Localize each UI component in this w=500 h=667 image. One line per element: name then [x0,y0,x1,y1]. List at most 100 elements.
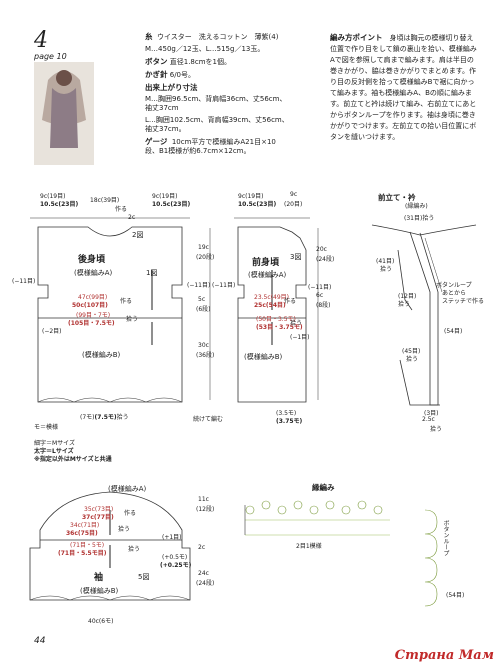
sleeve-pattern-a: (模様編みA) [108,485,147,493]
front-left-decrease: (−11目) [212,282,236,289]
front-right-decrease: (−11目) [308,284,332,291]
front-minus: (−1目) [290,334,310,341]
collar-s1: (41目) [376,258,395,265]
front-pickup: (50目・3.5モ) [256,316,296,323]
front-pattern-b: (模様編みB) [244,353,283,361]
front-band: 23.5c(49目) [254,294,289,301]
sleeve-m025: (+0.25モ) [160,562,192,569]
front-v36: (36段) [196,352,215,359]
front-v6c: 6c [316,292,324,299]
collar-s3: (45目) [402,348,421,355]
front-title: 前身頃 [252,258,280,268]
materials-block: 糸 ウイスター 洗えるコットン 薄紫(4) M…450g／12玉、L…515g／… [145,32,289,155]
back-pattern-a: (模様編みA) [74,269,113,277]
front-bottom: (3.5モ) [276,410,297,417]
back-top-left-l: 10.5c(23目) [40,201,79,208]
sleeve-r2: 34c(71目) [70,522,100,529]
back-top-right: 9c(19目) [152,193,178,200]
edging-chart [244,500,438,607]
direction-arrows [109,270,273,568]
collar-s4: (54目) [444,328,463,335]
collar-bottom2: 2.5c [422,416,435,423]
back-band-count-l: 50c(107目) [72,302,108,309]
back-top-mid-note: 作る [115,206,128,213]
back-band-note: 作る [120,298,133,305]
edging-loop: ボタンループ [442,520,449,556]
back-pickup-l: (105目・7.5モ) [68,320,115,327]
page-number: 44 [34,636,46,646]
front-band-l: 25c(54目) [254,302,286,309]
back-top-mid: 18c(39目) [90,197,120,204]
collar-loop: ボタンループ [436,282,472,289]
front-pickup-l: (53目・3.75モ) [256,324,303,331]
sleeve-r2b: 36c(75目) [66,530,98,537]
back-pattern-b: (模様編みB) [82,351,121,359]
sleeve-diagram [29,491,191,601]
front-pattern-a: (模様編みA) [248,271,287,279]
back-band-count: 47c(99目) [78,294,108,301]
front-top-left: 9c(19目) [238,193,264,200]
back-body-diagram [30,217,190,403]
sleeve-m1: (+1目) [162,534,182,541]
sleeve-v12: (12段) [196,506,215,513]
page-ref: page 10 [34,52,67,61]
front-v5: 5c [198,296,206,303]
front-top-right: 9c [290,191,298,198]
back-top-right-l: 10.5c(23目) [152,201,191,208]
sleeve-bottom: 40c(6モ) [88,618,114,625]
front-top-left-l: 10.5c(23目) [238,201,277,208]
back-bottom: (7モ)(7.5モ)拾う [80,414,129,421]
sleeve-v24: (24段) [196,580,215,587]
instructions-block: 編み方ポイント 身頃は胸元の模様切り替え位置で作り目をして鎖の裏山を拾い、模様編… [330,33,477,141]
collar-s1b: 拾う [380,266,393,273]
back-top-left: 9c(19目) [40,193,66,200]
edging-title: 縁編み [312,483,335,492]
front-body-diagram [209,217,319,403]
sleeve-r3b: (71目・5.5モ目) [58,550,107,557]
sleeve-r1c: 作る [124,510,137,517]
collar-title: 前立て・衿 [378,193,416,202]
front-join: 続けて編む [193,416,224,423]
back-fig2: 2図 [132,231,144,239]
back-minus: (−2目) [42,328,62,335]
collar-bottom3: 拾う [430,426,443,433]
sleeve-title: 袖 [94,573,104,583]
mo-legend: モ＝模様 [34,424,59,431]
front-top-right-2: (20目) [284,201,303,208]
sleeve-r2c: 拾う [118,526,131,533]
front-v24: (24段) [316,256,335,263]
sleeve-v2: 2c [198,544,206,551]
collar-pattern: (縁編み) [405,203,428,210]
back-pickup: (99目・7モ) [76,312,111,319]
back-neck-depth: 2c [128,214,136,221]
sleeve-r1b: 37c(77目) [82,514,114,521]
pattern-number: 4 [34,28,48,53]
sleeve-v24c: 24c [198,570,209,577]
front-v20c: 20c [316,246,327,253]
collar-s2b: 拾う [398,301,411,308]
watermark: Страна Мам [394,648,494,663]
collar-loop2: あとから [442,290,467,297]
front-bottom-l: (3.75モ) [276,418,303,425]
back-pickup-note: 拾う [126,316,139,323]
sleeve-r3c: 拾う [128,546,141,553]
sleeve-r1: 35c(73目) [84,506,114,513]
front-pickup-note: 拾う [290,320,303,327]
size-legend: 細字＝Mサイズ 太字＝Lサイズ ※指定以外はMサイズと共通 [34,440,112,463]
front-band-note: 作る [284,298,297,305]
back-fig1: 1図 [146,269,158,277]
back-title: 後身頃 [78,255,106,265]
front-fig3: 3図 [290,253,302,261]
collar-diagram [371,224,477,406]
edging-count: 2目1模様 [296,543,322,550]
sleeve-m05: (+0.5モ) [162,554,188,561]
sleeve-fig5: 5図 [138,573,150,581]
front-v19: 19c [198,244,209,251]
front-v8: (8段) [316,302,331,309]
back-left-decrease: (−11目) [12,278,36,285]
front-v20: (20段) [196,254,215,261]
edging-loop-count: (54目) [446,592,465,599]
front-v6: (6段) [196,306,211,313]
collar-s3b: 拾う [406,356,419,363]
